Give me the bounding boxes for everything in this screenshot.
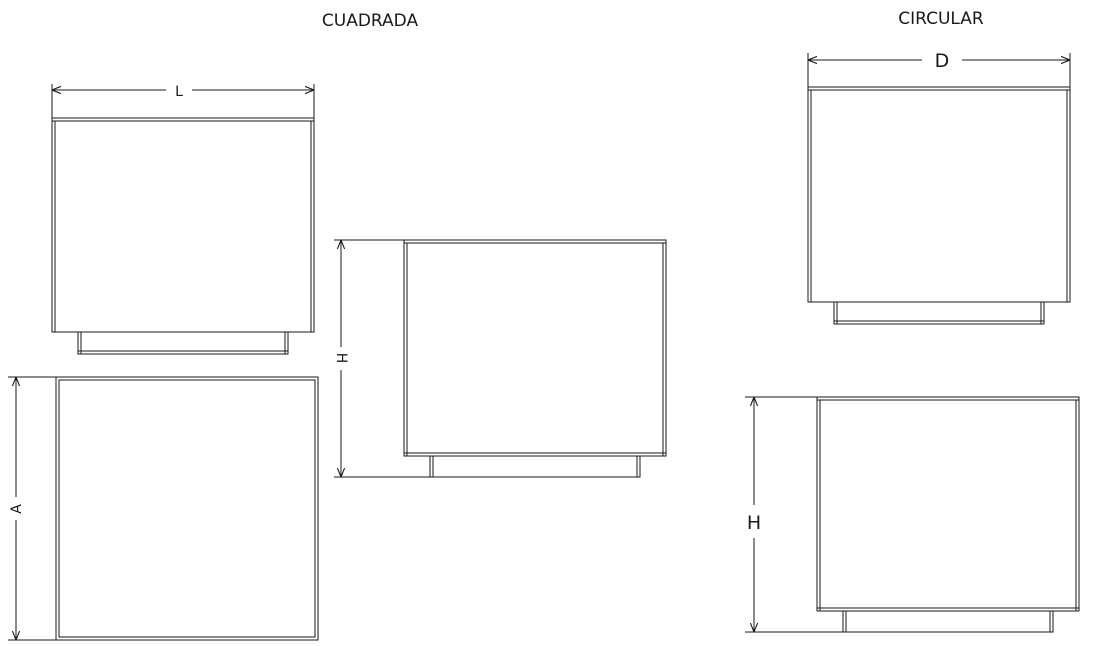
circular-front-view (807, 86, 1071, 325)
diameter-label: D (935, 50, 950, 72)
circular-height-dimension (745, 396, 843, 633)
diameter-dimension (807, 53, 1071, 87)
side-dimension (8, 376, 56, 641)
square-front-view (51, 117, 315, 355)
square-top-view (55, 376, 319, 641)
square-height-dimension (334, 239, 430, 478)
circular-side-view (816, 396, 1080, 633)
length-label: L (175, 84, 183, 100)
square-section-title: CUADRADA (322, 11, 419, 31)
circular-height-label: H (747, 512, 761, 534)
square-height-label: H (333, 353, 349, 364)
circular-section-title: CIRCULAR (898, 9, 984, 29)
square-side-view (403, 239, 667, 478)
side-label: A (9, 504, 25, 514)
length-dimension (51, 84, 315, 118)
